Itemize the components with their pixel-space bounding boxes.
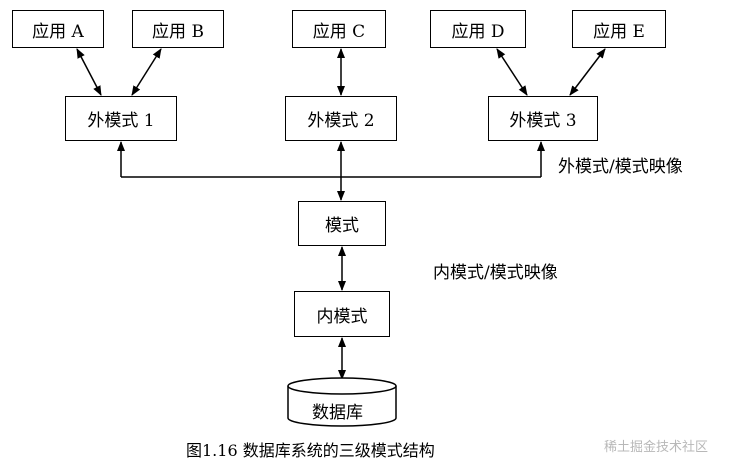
app-box-a: 应用 A (12, 10, 104, 48)
schema-label: 模式 (325, 216, 359, 236)
external-schema-mapping-label: 外模式/模式映像 (558, 157, 683, 177)
app-box-e: 应用 E (572, 10, 666, 48)
external-schema-label-3: 外模式 3 (509, 111, 577, 131)
external-schema-label-2: 外模式 2 (307, 111, 375, 131)
arrow-app-a-ext-1 (76, 48, 102, 96)
app-label-d: 应用 D (451, 21, 505, 42)
arrow-app-d-ext-3 (496, 48, 528, 96)
external-schema-box-3: 外模式 3 (488, 96, 598, 141)
app-box-c: 应用 C (292, 10, 386, 48)
database-cylinder (287, 377, 397, 427)
watermark: 稀土掘金技术社区 (604, 440, 709, 455)
database-label: 数据库 (312, 403, 363, 423)
internal-schema-box: 内模式 (294, 291, 390, 337)
app-label-e: 应用 E (593, 21, 645, 42)
app-label-c: 应用 C (312, 21, 366, 42)
arrow-app-b-ext-1 (131, 48, 162, 96)
external-schema-label-1: 外模式 1 (87, 111, 155, 131)
external-schema-box-2: 外模式 2 (285, 96, 397, 141)
app-label-b: 应用 B (152, 21, 204, 42)
schema-box: 模式 (298, 201, 386, 246)
app-box-b: 应用 B (132, 10, 224, 48)
app-label-a: 应用 A (32, 21, 84, 42)
arrow-app-e-ext-3 (569, 48, 606, 96)
figure-caption: 图1.16 数据库系统的三级模式结构 (186, 441, 435, 460)
internal-schema-mapping-label: 内模式/模式映像 (433, 263, 558, 283)
external-schema-box-1: 外模式 1 (65, 96, 177, 141)
app-box-d: 应用 D (430, 10, 526, 48)
internal-schema-label: 内模式 (316, 306, 368, 327)
